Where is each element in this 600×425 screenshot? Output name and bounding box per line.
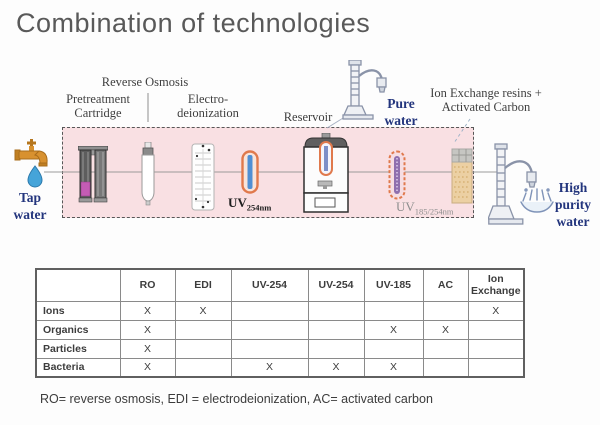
- table-cell: [422, 300, 469, 321]
- edi-stack-icon: [191, 143, 215, 211]
- col-header-edi: EDI: [174, 268, 232, 302]
- table-cell: [230, 319, 309, 340]
- table-cell: [174, 357, 232, 378]
- col-header-ion-exchange: Ion Exchange: [467, 268, 525, 302]
- table-cell: X: [119, 338, 176, 359]
- table-cell: [230, 338, 309, 359]
- table-cell: X: [422, 319, 469, 340]
- table-cell: X: [119, 357, 176, 378]
- abbreviation-caption: RO= reverse osmosis, EDI = electrodeioni…: [40, 392, 433, 406]
- table-cell: [422, 357, 469, 378]
- table-cell: [174, 319, 232, 340]
- tap-icon: [14, 139, 48, 188]
- col-header-uv-254: UV-254: [230, 268, 309, 302]
- table-cell: [230, 300, 309, 321]
- high-purity-water-label: High purity water: [554, 180, 591, 229]
- slide-title: Combination of technologies: [16, 8, 371, 38]
- row-label: Bacteria: [35, 357, 121, 378]
- resin-cartridge-icon: [451, 148, 473, 204]
- corner-cell: [35, 268, 121, 302]
- edi-label: Electro- deionization: [177, 92, 239, 121]
- connector-lines: [44, 93, 497, 173]
- table-cell: [422, 338, 469, 359]
- table-cell: X: [119, 319, 176, 340]
- reverse-osmosis-label: Reverse Osmosis: [101, 75, 189, 89]
- table-cell: X: [230, 357, 309, 378]
- uv-185-lamp-icon: [388, 150, 406, 200]
- table-cell: X: [119, 300, 176, 321]
- reservoir-icon: [303, 133, 349, 213]
- table-cell: X: [363, 319, 424, 340]
- uv-254-lamp-icon: [241, 150, 259, 194]
- lab-faucet-icon: [342, 60, 387, 120]
- table-cell: [363, 300, 424, 321]
- row-label: Particles: [35, 338, 121, 359]
- table-cell: X: [363, 357, 424, 378]
- row-label: Ions: [35, 300, 121, 321]
- pure-water-label: Pure water: [384, 96, 418, 128]
- table-cell: [467, 319, 525, 340]
- uv-254-label: UV254nm: [228, 195, 272, 213]
- table-cell: [307, 300, 365, 321]
- table-cell: [363, 338, 424, 359]
- water-splash-icon: [520, 188, 554, 213]
- table-cell: [307, 338, 365, 359]
- uv-185-label: UV185/254nm: [396, 199, 454, 217]
- table-cell: [174, 338, 232, 359]
- tap-water-label: Tap water: [13, 190, 47, 222]
- col-header-ac: AC: [422, 268, 469, 302]
- lab-faucet-icon: [488, 143, 537, 225]
- table-cell: [467, 338, 525, 359]
- col-header-uv-254: UV-254: [307, 268, 365, 302]
- pretreatment-cartridge-icon: [78, 146, 108, 203]
- col-header-ro: RO: [119, 268, 176, 302]
- reservoir-label: Reservoir: [283, 110, 333, 124]
- table-cell: X: [174, 300, 232, 321]
- table-cell: X: [307, 357, 365, 378]
- col-header-uv-185: UV-185: [363, 268, 424, 302]
- ion-exchange-label: Ion Exchange resins + Activated Carbon: [430, 86, 542, 115]
- table-cell: X: [467, 300, 525, 321]
- table-cell: [467, 357, 525, 378]
- ro-tube-icon: [141, 142, 155, 206]
- table-cell: [307, 319, 365, 340]
- pretreatment-label: Pretreatment Cartridge: [66, 92, 130, 121]
- row-label: Organics: [35, 319, 121, 340]
